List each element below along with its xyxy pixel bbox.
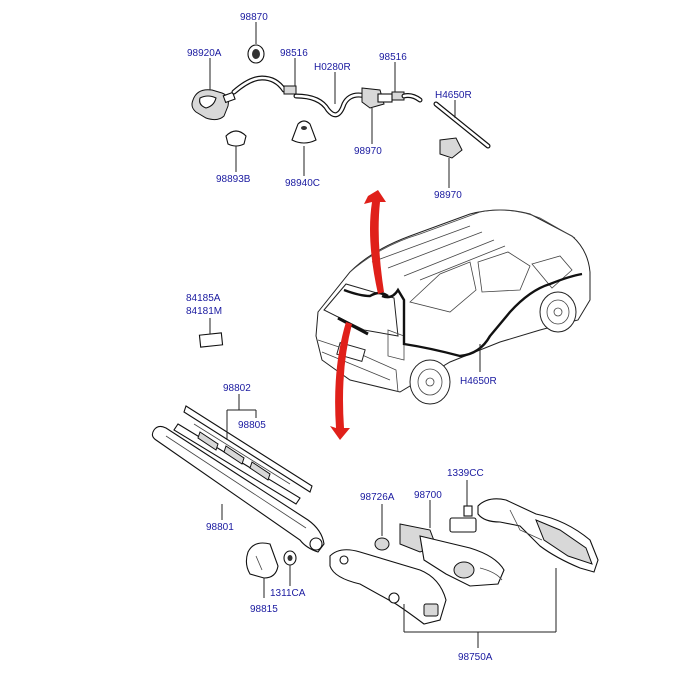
- label-h4650r-top: H4650R: [435, 90, 472, 101]
- indicator-arrows: [330, 190, 386, 440]
- vehicle-drawing: [315, 209, 591, 405]
- label-98726a: 98726A: [360, 492, 395, 503]
- connector-98516-a: [283, 85, 297, 95]
- label-98815: 98815: [250, 604, 278, 615]
- check-valve-98970-b: [439, 137, 463, 159]
- label-98920a: 98920A: [187, 48, 222, 59]
- bolt-1339cc: [463, 505, 473, 517]
- check-valve-98970-a: [361, 87, 393, 109]
- label-98801: 98801: [206, 522, 234, 533]
- label-84185a: 84185A: [186, 293, 221, 304]
- decal: [198, 318, 224, 348]
- label-98802: 98802: [223, 383, 251, 394]
- grommet-98726a: [374, 537, 390, 551]
- label-98893b: 98893B: [216, 174, 251, 185]
- label-h0280r: H0280R: [314, 62, 351, 73]
- motor-bracket: [329, 549, 447, 625]
- label-98516-b: 98516: [379, 52, 407, 63]
- label-98870: 98870: [240, 12, 268, 23]
- washer-hose-group: [191, 22, 491, 188]
- label-1311ca: 1311CA: [270, 588, 306, 599]
- washer-nozzle: [191, 89, 236, 121]
- label-h4650r-car: H4650R: [460, 376, 497, 387]
- clip-98940c: [291, 120, 317, 144]
- arrow-down: [330, 322, 352, 440]
- arrow-up: [364, 190, 386, 294]
- label-98970-a: 98970: [354, 146, 382, 157]
- label-98700: 98700: [414, 490, 442, 501]
- front-wheel: [539, 291, 577, 333]
- wiper-arm: [151, 425, 325, 553]
- part-labels: 98870 98920A 98516 H0280R 98516 H4650R 9…: [186, 12, 497, 663]
- label-98805: 98805: [238, 420, 266, 431]
- label-98750a: 98750A: [458, 652, 493, 663]
- motor-cover: [477, 498, 599, 573]
- label-98516-a: 98516: [280, 48, 308, 59]
- label-84181m: 84181M: [186, 306, 222, 317]
- arm-cap: [245, 542, 279, 579]
- wiper-motor: [399, 517, 505, 587]
- label-1339cc: 1339CC: [447, 468, 484, 479]
- label-98940c: 98940C: [285, 178, 320, 189]
- rear-wheel: [409, 359, 451, 405]
- nut-1311ca: [283, 550, 297, 566]
- wiper-assembly: [151, 394, 599, 648]
- grommet-98870: [247, 44, 265, 64]
- wiper-blade: [173, 405, 313, 505]
- cap-98893b: [225, 130, 247, 147]
- label-98970-b: 98970: [434, 190, 462, 201]
